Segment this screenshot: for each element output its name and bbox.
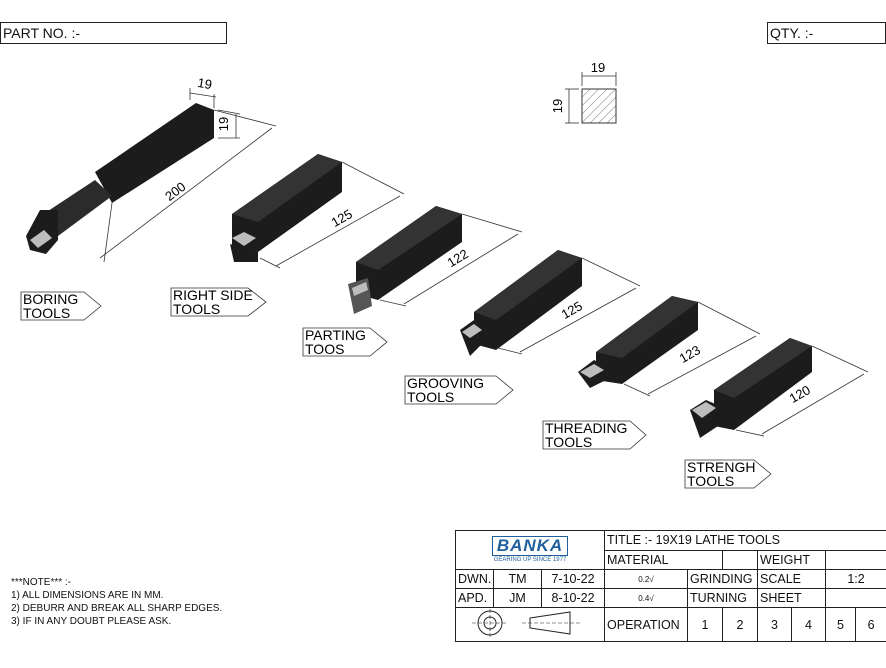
svg-text:TOOLS: TOOLS (687, 473, 734, 489)
label-boring: BORING TOOLS (20, 291, 102, 321)
boring-tool: 200 19 19 (26, 75, 277, 263)
drawing-title: TITLE :- 19X19 LATHE TOOLS (604, 530, 886, 551)
label-grooving: GROOVING TOOLS (404, 375, 514, 405)
projection-symbol (454, 607, 606, 642)
svg-text:THREADING: THREADING (545, 420, 627, 436)
operation-label: OPERATION (604, 607, 689, 642)
svg-text:BORING: BORING (23, 291, 78, 307)
company-logo: BANKA (491, 536, 569, 556)
part-no-label: PART NO. :- (3, 25, 81, 41)
dwn-label: DWN. (455, 569, 494, 589)
part-no-box: PART NO. :- (0, 22, 227, 44)
boring-height-dim: 19 (216, 117, 231, 131)
svg-text:RIGHT SIDE: RIGHT SIDE (173, 287, 253, 303)
sheet-value (825, 588, 886, 608)
finish-check-icon: √ (649, 574, 654, 584)
note-item-3: 3) IF IN ANY DOUBT PLEASE ASK. (11, 616, 172, 627)
svg-text:TOOLS: TOOLS (173, 301, 220, 317)
operation-3: 3 (757, 607, 793, 642)
notes-heading: ***NOTE*** :- (11, 577, 72, 588)
operation-6: 6 (855, 607, 886, 642)
svg-text:TOOS: TOOS (305, 341, 344, 357)
qty-label: QTY. :- (770, 25, 814, 41)
finish-symbol-2: 0.4√ (604, 588, 689, 608)
dwn-date: 7-10-22 (540, 569, 606, 589)
company-tagline: GEARING UP SINCE 1977 (493, 557, 567, 563)
weight-label: WEIGHT (757, 549, 827, 570)
operation-5: 5 (825, 607, 857, 642)
boring-width-dim: 19 (196, 75, 213, 92)
scale-label: SCALE (757, 569, 827, 589)
label-threading: THREADING TOOLS (542, 420, 647, 450)
boring-length-dim: 200 (162, 179, 188, 204)
operation-1: 1 (687, 607, 724, 642)
weight-value (825, 549, 886, 570)
label-strength: STRENGH TOOLS (684, 459, 772, 489)
finish-check-icon: √ (649, 593, 654, 603)
qty-box: QTY. :- (767, 22, 886, 44)
finish-value-2: 0.4 (638, 593, 650, 603)
svg-text:GROOVING: GROOVING (407, 375, 484, 391)
right-side-length-dim: 125 (329, 206, 355, 230)
grinding-label: GRINDING (687, 569, 759, 589)
section-height-dim: 19 (550, 99, 565, 113)
svg-text:STRENGH: STRENGH (687, 459, 755, 475)
material-label: MATERIAL (604, 549, 724, 570)
third-angle-projection-icon (472, 609, 580, 637)
finish-symbol-1: 0.2√ (604, 569, 689, 589)
logo-cell: BANKA GEARING UP SINCE 1977 (454, 530, 606, 570)
svg-text:TOOLS: TOOLS (407, 389, 454, 405)
operation-4: 4 (791, 607, 827, 642)
turning-label: TURNING (687, 588, 759, 608)
parting-tool: 122 (348, 206, 523, 314)
apd-date: 8-10-22 (540, 588, 606, 608)
threading-tool: 123 (578, 296, 761, 397)
scale-value: 1:2 (825, 569, 886, 589)
operation-2: 2 (722, 607, 759, 642)
sheet-label: SHEET (757, 588, 827, 608)
notes-block: ***NOTE*** :- 1) ALL DIMENSIONS ARE IN M… (11, 576, 222, 628)
label-parting: PARTING TOOS (302, 327, 388, 357)
note-item-2: 2) DEBURR AND BREAK ALL SHARP EDGES. (11, 603, 223, 614)
apd-label: APD. (455, 588, 494, 608)
svg-text:TOOLS: TOOLS (545, 434, 592, 450)
threading-length-dim: 123 (677, 342, 703, 366)
dwn-by: TM (493, 569, 542, 589)
cross-section-view: 19 19 (550, 60, 617, 124)
strength-tool: 120 (690, 338, 869, 438)
label-right-side: RIGHT SIDE TOOLS (170, 287, 267, 317)
right-side-tool: 125 (230, 154, 405, 269)
title-block: BANKA GEARING UP SINCE 1977 TITLE :- 19X… (454, 530, 886, 654)
apd-by: JM (493, 588, 542, 608)
svg-text:TOOLS: TOOLS (23, 305, 70, 321)
note-item-1: 1) ALL DIMENSIONS ARE IN MM. (11, 590, 164, 601)
material-value (722, 549, 759, 570)
finish-value-1: 0.2 (638, 574, 650, 584)
svg-text:PARTING: PARTING (305, 327, 366, 343)
section-width-dim: 19 (591, 60, 605, 75)
